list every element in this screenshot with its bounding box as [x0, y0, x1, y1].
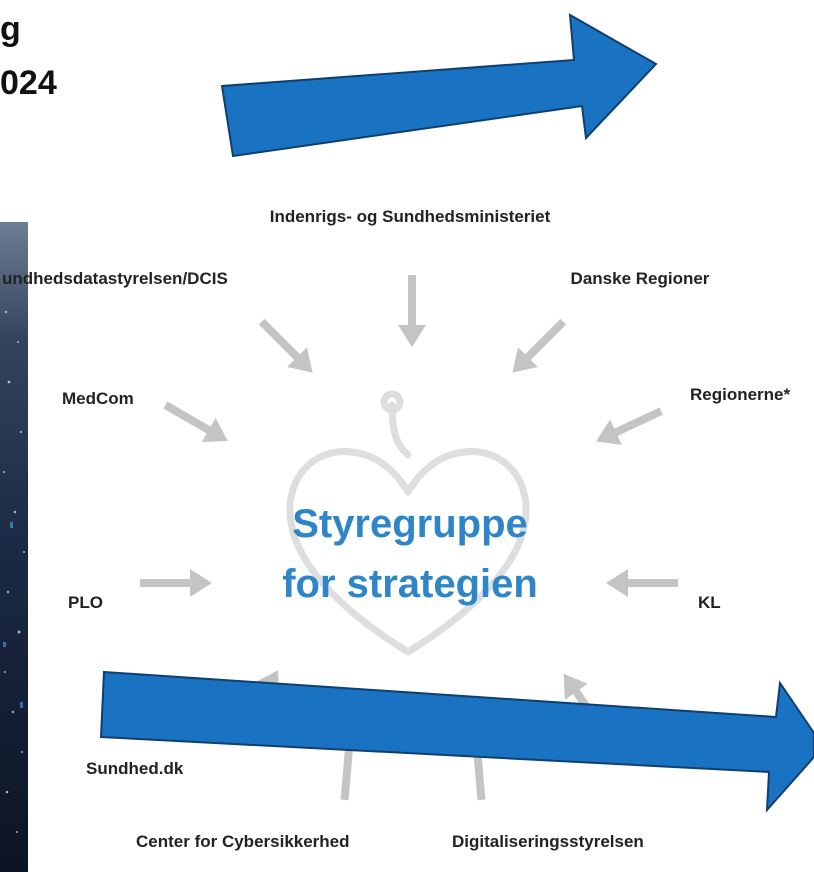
org-label-bottom-left: Sundhed.dk: [86, 759, 184, 778]
slide-title-line-2: 024: [0, 64, 57, 102]
org-label-mid-left: MedCom: [62, 389, 134, 408]
arrow-from-right: [606, 569, 678, 597]
slide-title-line-1: g: [0, 10, 21, 48]
big-blue-arrow-top: [220, 13, 658, 158]
arrow-from-top-left: [258, 318, 313, 373]
heart-stethoscope-icon: [286, 390, 530, 656]
org-label-bottom-center-right: Digitaliseringsstyrelsen: [452, 832, 644, 851]
org-label-mid-right: Regionerne*: [690, 385, 791, 404]
arrow-from-top-right: [512, 318, 567, 373]
big-blue-arrow-bottom: [99, 670, 814, 813]
center-label-line-1: Styregruppe: [292, 502, 528, 546]
org-label-right: KL: [698, 593, 721, 612]
center-label-line-2: for strategien: [282, 562, 538, 606]
org-label-bottom-center-left: Center for Cybersikkerhed: [136, 832, 350, 851]
org-label-top-left: undhedsdatastyrelsen/DCIS: [2, 269, 228, 288]
arrow-from-mid-left: [163, 401, 228, 443]
city-night-photo: [0, 222, 28, 872]
org-label-top: Indenrigs- og Sundhedsministeriet: [270, 207, 551, 226]
org-label-left: PLO: [68, 593, 103, 612]
arrow-from-mid-right: [595, 407, 663, 445]
arrow-from-left: [140, 569, 212, 597]
arrow-from-top: [398, 275, 426, 347]
org-label-top-right: Danske Regioner: [571, 269, 710, 288]
